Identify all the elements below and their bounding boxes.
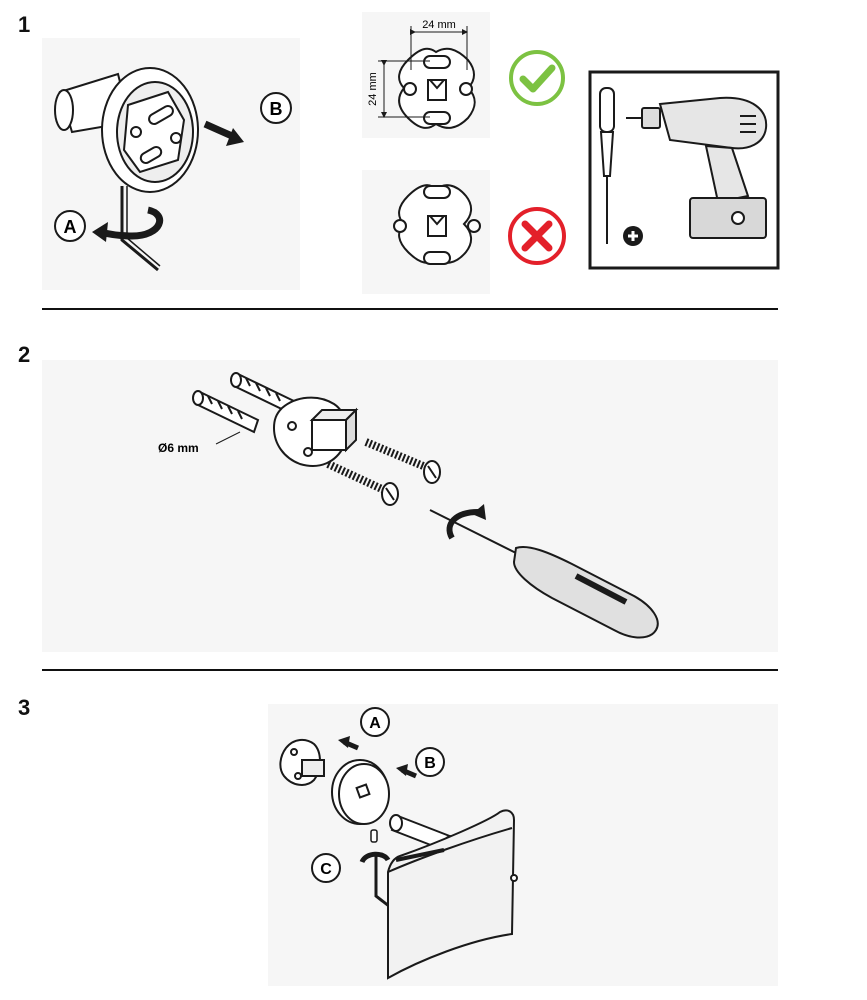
step3-assembly-panel (268, 704, 778, 986)
cover-rosette (331, 759, 390, 825)
screw-lower (326, 460, 399, 506)
rotate-arrow-icon (99, 206, 163, 240)
check-mark-icon (509, 50, 565, 106)
paper-holder (387, 809, 518, 980)
mounting-plate-incorrect (393, 184, 481, 265)
mounting-plate-step3 (279, 738, 325, 786)
mounting-plate-correct (398, 47, 476, 129)
step-number-2: 2 (18, 342, 31, 367)
screw-upper (364, 438, 441, 484)
power-drill-icon (626, 96, 768, 239)
screwdriver-tool (429, 509, 659, 639)
section-divider-1 (42, 308, 778, 310)
callout-c-step3: C (311, 853, 341, 883)
dimension-width-label: 24 mm (422, 19, 456, 31)
callout-c-step3-label: C (320, 861, 332, 878)
dimension-lines (378, 26, 468, 118)
step2-panel: Ø6 mm (42, 360, 778, 652)
section-divider-2 (42, 669, 778, 671)
callout-a: A (54, 210, 86, 242)
callout-a-step3-label: A (369, 715, 381, 732)
step3-panel: A B C (268, 704, 778, 986)
callout-b-step3: B (415, 747, 445, 777)
step-number-1: 1 (18, 12, 31, 37)
callout-a-label: A (64, 217, 77, 237)
step-number-3: 3 (18, 695, 31, 720)
plus-icon (623, 226, 643, 246)
step1-panel: A B 24 mm 24 mm (42, 12, 780, 294)
rotate-c-icon (359, 851, 391, 864)
wall-plug-upper (230, 372, 298, 416)
rosette-holder-drawing (54, 67, 199, 272)
push-arrow-a-head-icon (338, 736, 350, 748)
callout-b: B (260, 92, 292, 124)
pull-arrow-head-icon (226, 128, 244, 146)
pull-arrow-icon (203, 120, 234, 140)
callout-b-label: B (270, 99, 283, 119)
cross-mark-icon (508, 207, 566, 265)
grub-screw (370, 829, 378, 843)
wall-plug-lower (192, 390, 260, 434)
rotate-clockwise-head-icon (472, 504, 486, 520)
rotate-clockwise-icon (446, 509, 479, 540)
callout-a-step3: A (360, 707, 390, 737)
rotate-arrow-head-icon (92, 222, 108, 242)
screwdriver-icon (599, 87, 615, 244)
dowel-leader-line (215, 431, 241, 445)
step2-install-panel (42, 360, 778, 652)
mounting-plate-side (272, 396, 359, 467)
push-arrow-b-head-icon (396, 764, 408, 776)
dowel-diameter-label: Ø6 mm (158, 441, 199, 455)
dimension-height-label: 24 mm (367, 72, 379, 106)
callout-b-step3-label: B (424, 755, 436, 772)
